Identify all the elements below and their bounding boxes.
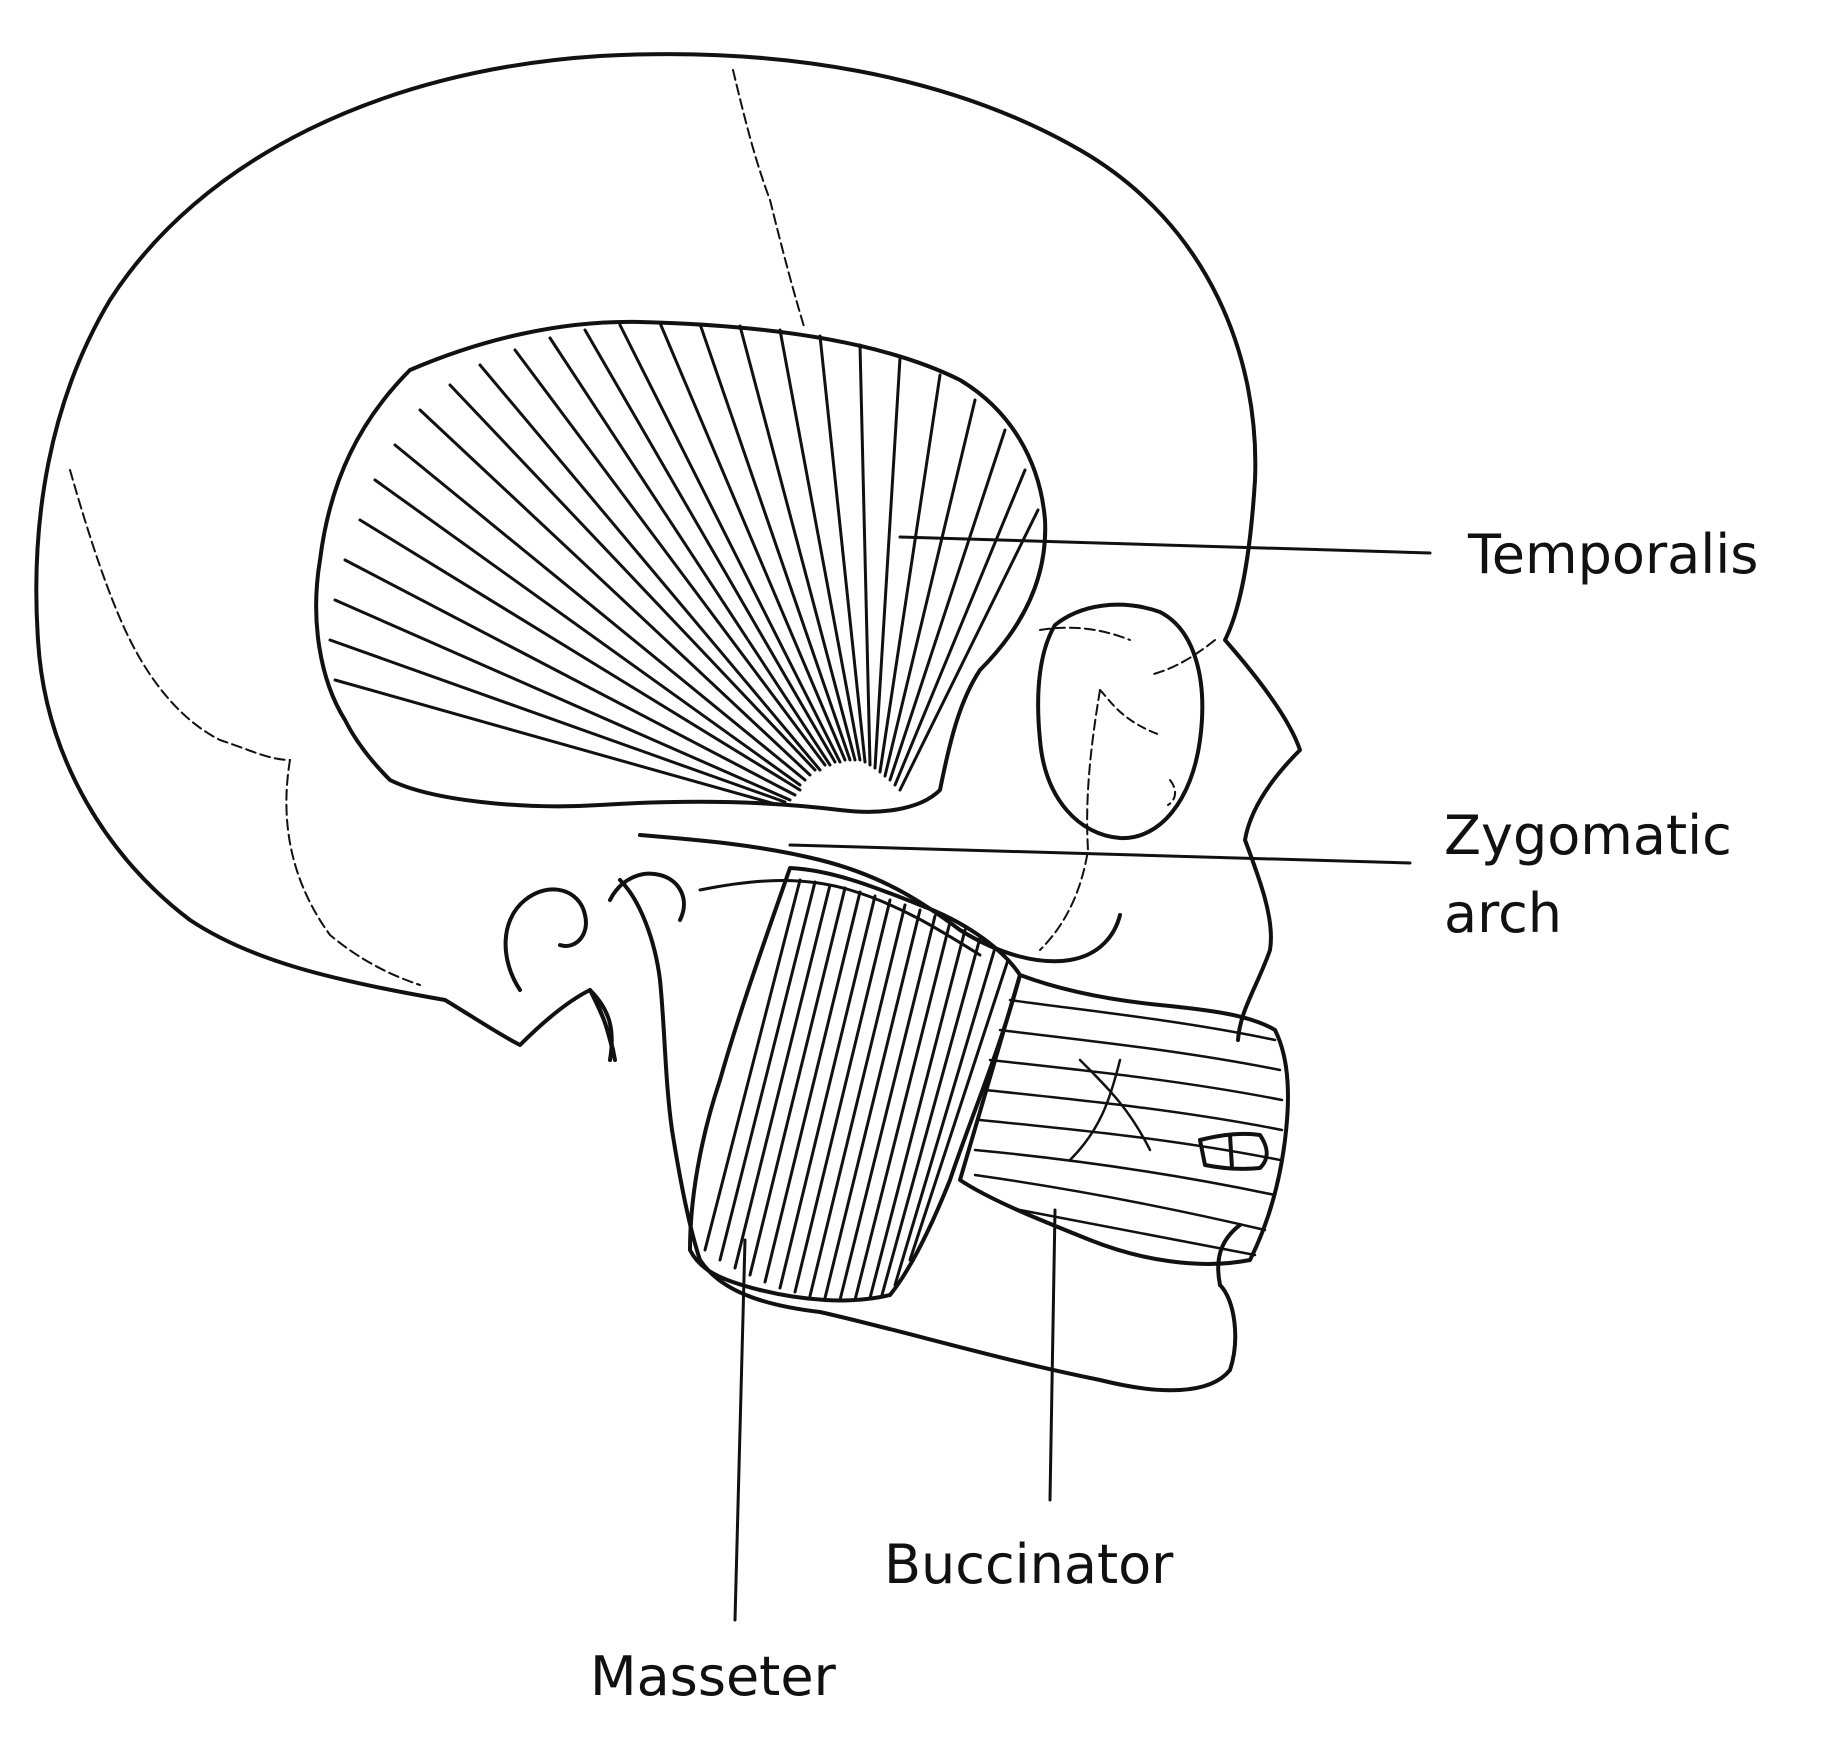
styloid-process: [588, 988, 617, 1062]
skull-base-outline: [443, 988, 614, 1062]
temporalis-label: Temporalis: [1468, 523, 1759, 586]
mandible-outline: [618, 878, 1238, 1393]
sphenoid-suture: [1039, 626, 1216, 951]
temporalis-leader-line: [898, 535, 1432, 555]
lambdoid-suture: [69, 469, 291, 761]
masseter-fibres: [703, 878, 1010, 1302]
orbit-inner-line: [1099, 689, 1176, 806]
temporalis-outline: [314, 319, 1048, 814]
zygomatic-arch-label-line2: arch: [1444, 882, 1563, 945]
buccinator-fibres: [973, 998, 1284, 1257]
masseter-outline: [688, 866, 1022, 1303]
zygomatic-arch-label: Zygomatic arch: [1444, 797, 1732, 953]
buccinator-label: Buccinator: [884, 1533, 1174, 1596]
buccinator-outline: [958, 973, 1290, 1266]
squamosal-suture: [285, 759, 421, 986]
chin-outline: [1216, 1223, 1242, 1287]
buccinator-leader-line: [1048, 1208, 1057, 1502]
temporalis-fibres: [328, 321, 1040, 806]
masseter-leader-line: [733, 1238, 747, 1622]
ear-region: [503, 871, 686, 992]
teeth: [1198, 1131, 1269, 1171]
coronal-suture: [732, 69, 806, 331]
orbit-outline: [1036, 602, 1205, 841]
masseter-label: Masseter: [590, 1645, 836, 1708]
zygomatic-arch-label-line1: Zygomatic: [1444, 804, 1732, 867]
cranium-outline: [34, 52, 1302, 1042]
zygomatic-arch-leader-line: [788, 843, 1412, 865]
zygomatic-arch-lower: [698, 879, 982, 957]
